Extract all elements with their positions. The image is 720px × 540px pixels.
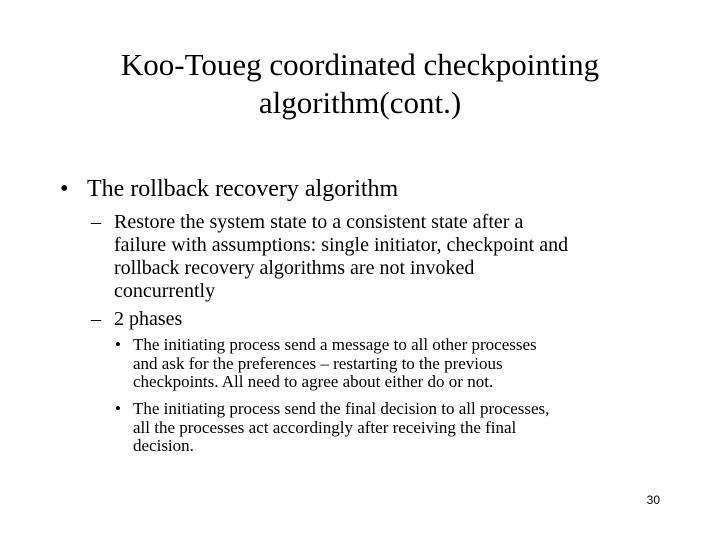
bullet-icon: • xyxy=(60,176,69,202)
subitem-line: 2 phases xyxy=(114,308,183,330)
slide-title-line: Koo-Toueg coordinated checkpointing xyxy=(120,47,600,82)
phase-text: The initiating process send a message to… xyxy=(133,335,673,392)
dash-icon: – xyxy=(91,308,101,330)
subitem-text: 2 phases xyxy=(114,308,674,331)
slide-title: Koo-Toueg coordinated checkpointing algo… xyxy=(60,46,660,122)
bullet-text: The rollback recovery algorithm xyxy=(87,176,399,202)
phase-text: The initiating process send the final de… xyxy=(133,399,673,456)
phase-line: decision. xyxy=(133,436,194,455)
dash-icon: – xyxy=(91,211,101,233)
page-number: 30 xyxy=(646,493,660,507)
subitem-line: concurrently xyxy=(114,280,216,302)
phase-line: checkpoints. All need to agree about eit… xyxy=(133,372,494,391)
slide-title-line: algorithm(cont.) xyxy=(258,85,462,120)
phase-line: all the processes act accordingly after … xyxy=(133,417,517,437)
subitem-text: Restore the system state to a consistent… xyxy=(114,211,674,303)
bullet-icon: • xyxy=(115,335,121,354)
phase-line: The initiating process send a message to… xyxy=(133,335,537,354)
subitem-line: failure with assumptions: single initiat… xyxy=(114,234,569,256)
subitem-line: rollback recovery algorithms are not inv… xyxy=(114,257,475,279)
phase-line: The initiating process send the final de… xyxy=(133,399,550,418)
bullet-icon: • xyxy=(115,399,121,418)
subitem-line: Restore the system state to a consistent… xyxy=(114,211,524,233)
phase-line: and ask for the preferences – restarting… xyxy=(133,353,503,373)
